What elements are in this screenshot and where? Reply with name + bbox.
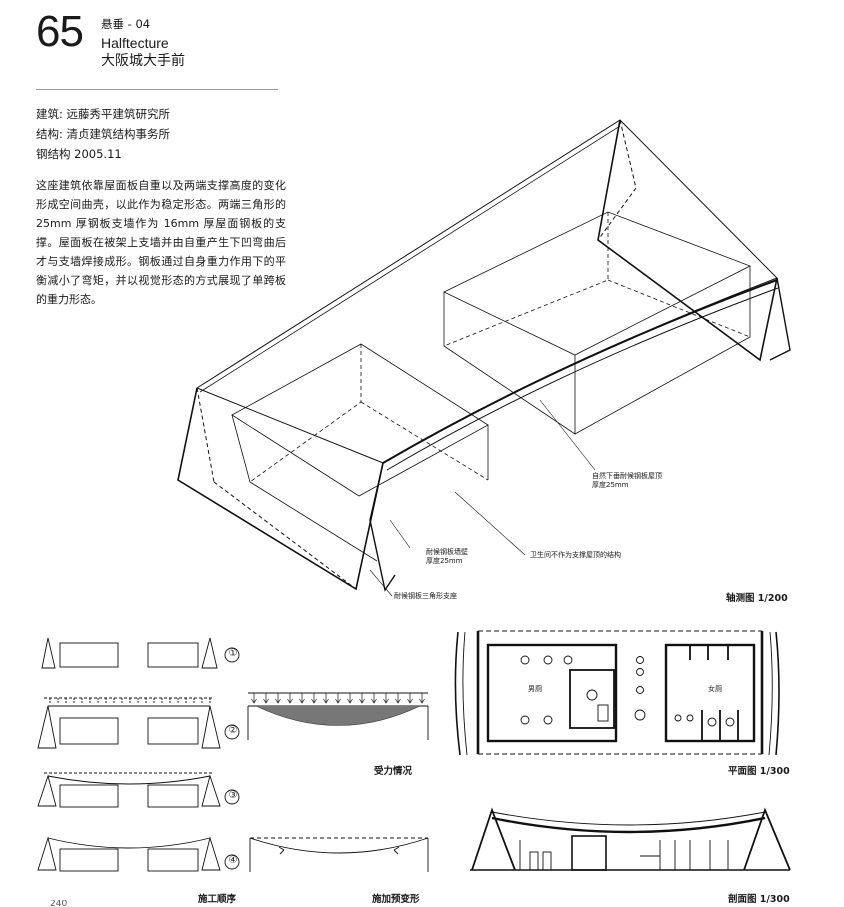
caption-section: 剖面图 1/300 bbox=[728, 894, 790, 905]
header-divider bbox=[36, 89, 278, 90]
load-arrow bbox=[407, 693, 413, 704]
load-arrow bbox=[335, 693, 341, 704]
note-base: 耐候钢板三角形支座 bbox=[394, 592, 457, 600]
project-name-cn: 大阪城大手前 bbox=[101, 53, 185, 69]
load-arrow bbox=[419, 693, 425, 704]
load-arrow bbox=[395, 693, 401, 704]
load-arrow bbox=[371, 693, 377, 704]
page-number: 240 bbox=[50, 900, 68, 907]
caption-force: 受力情况 bbox=[374, 766, 413, 777]
force-arrows bbox=[251, 693, 425, 704]
axonometric-drawing bbox=[177, 119, 791, 597]
load-arrow bbox=[311, 693, 317, 704]
credit-structure: 结构: 清贞建筑结构事务所 bbox=[36, 127, 171, 141]
load-arrow bbox=[383, 693, 389, 704]
load-arrow bbox=[251, 693, 257, 704]
load-arrow bbox=[275, 693, 281, 704]
project-number: 65 bbox=[36, 7, 84, 56]
step-1: ① bbox=[228, 648, 238, 659]
load-arrow bbox=[323, 693, 329, 704]
load-arrow bbox=[359, 693, 365, 704]
load-arrow bbox=[263, 693, 269, 704]
predeformation-diagram bbox=[249, 837, 429, 872]
caption-sequence: 施工顺序 bbox=[198, 894, 237, 905]
note-wall: 耐候钢板墙壁 厚度25mm bbox=[426, 548, 468, 565]
step-2: ② bbox=[228, 725, 238, 736]
caption-predeform: 施加预变形 bbox=[372, 894, 420, 905]
load-arrow bbox=[287, 693, 293, 704]
credit-architect: 建筑: 远藤秀平建筑研究所 bbox=[36, 107, 171, 121]
project-description: 这座建筑依靠屋面板自重以及两端支撑高度的变化形成空间曲壳，以此作为稳定形态。两端… bbox=[36, 179, 286, 306]
step-3: ③ bbox=[228, 790, 238, 801]
room-women: 女厕 bbox=[708, 685, 722, 693]
project-name-en: Halftecture bbox=[101, 35, 169, 51]
caption-axonometric: 轴测图 1/200 bbox=[726, 593, 788, 604]
construction-sequence bbox=[37, 637, 240, 872]
caption-plan: 平面图 1/300 bbox=[728, 766, 790, 777]
room-men: 男厕 bbox=[528, 685, 542, 693]
section-drawing bbox=[470, 807, 791, 871]
note-roof: 自然下垂耐候钢板屋顶 厚度25mm bbox=[592, 472, 662, 489]
load-arrow bbox=[347, 693, 353, 704]
step-4: ④ bbox=[228, 855, 238, 866]
series-label: 悬垂 - 04 bbox=[101, 17, 151, 31]
note-wc: 卫生间不作为支撑屋顶的结构 bbox=[530, 551, 621, 559]
floor-plan bbox=[454, 630, 780, 756]
load-arrow bbox=[299, 693, 305, 704]
credit-steel: 钢结构 2005.11 bbox=[36, 147, 122, 161]
